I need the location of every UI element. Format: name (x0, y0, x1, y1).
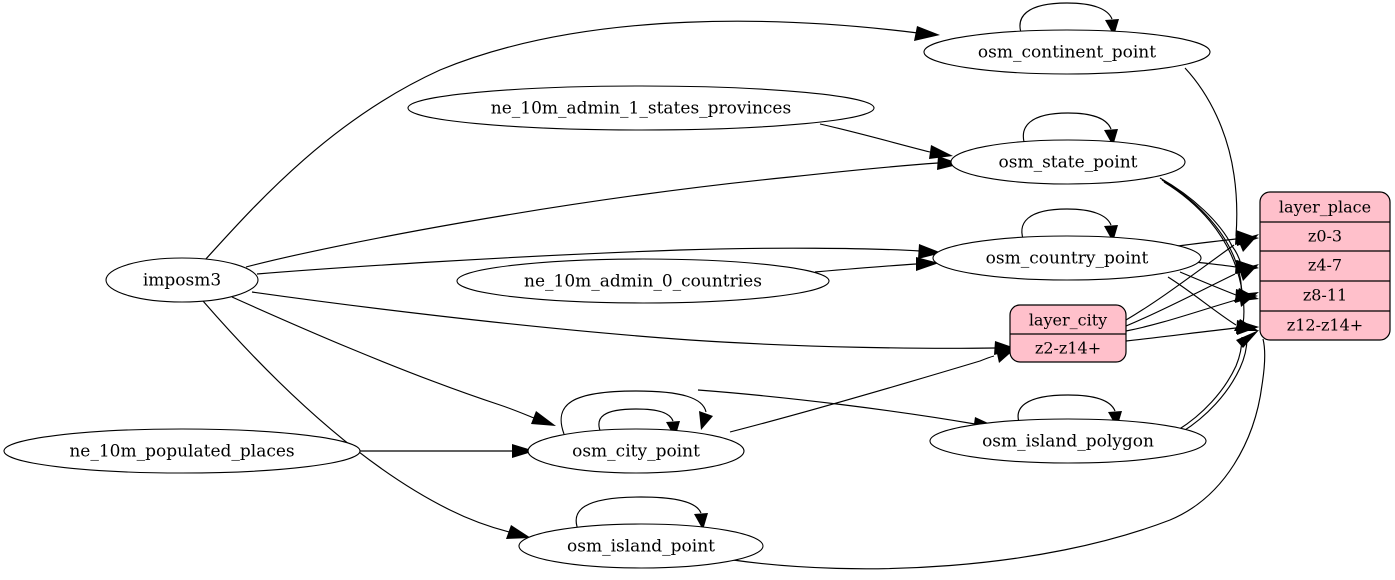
edge-osm_country_point-self (1021, 208, 1118, 245)
edge-layer_city-layer_place-z12-z14+ (1125, 321, 1259, 342)
record-node-layer-city[interactable]: layer_city z2-z14+ (1009, 304, 1127, 363)
edge-layer (202, 2, 1266, 570)
node-ne-10m-admin-1-states-provinces[interactable]: ne_10m_admin_1_states_provinces (407, 85, 875, 131)
node-ne-states-label: ne_10m_admin_1_states_provinces (491, 99, 791, 119)
record-layer-place-row-z0-3[interactable]: z0-3 (1308, 227, 1342, 246)
record-layer-place-row-z4-7[interactable]: z4-7 (1308, 256, 1342, 275)
edge-imposm3-osm_continent_point (204, 20, 940, 261)
node-osm-continent-point-label: osm_continent_point (978, 43, 1156, 63)
node-osm-continent-point[interactable]: osm_continent_point (923, 29, 1211, 75)
record-node-layer-place[interactable]: layer_place z0-3 z4-7 z8-11 z12-z14+ (1259, 191, 1391, 341)
node-ne-10m-populated-places[interactable]: ne_10m_populated_places (3, 428, 361, 474)
record-node-layer: layer_place z0-3 z4-7 z8-11 z12-z14+ lay… (1009, 191, 1391, 363)
node-ne-10m-admin-0-countries[interactable]: ne_10m_admin_0_countries (456, 258, 830, 304)
node-ne-countries-label: ne_10m_admin_0_countries (524, 272, 762, 292)
node-osm-island-polygon[interactable]: osm_island_polygon (929, 418, 1207, 464)
edge-osm_city_point-layer_city-z2-z14+ (729, 348, 1016, 433)
edge-ne_populated-osm_city_point (360, 444, 535, 458)
edge-imposm3-osm_island_polygon (697, 389, 999, 431)
edge-osm_island_polygon-self (1017, 394, 1122, 428)
record-layer-city-row-z2-z14plus[interactable]: z2-z14+ (1035, 339, 1101, 358)
node-layer: imposm3 ne_10m_admin_1_states_provinces … (3, 29, 1211, 569)
edge-ne_countries-osm_country_point (814, 257, 939, 273)
edge-osm_island_polygon-layer_place-z12-z14+-b (1181, 337, 1248, 433)
edge-imposm3-osm_island_point (202, 300, 531, 539)
edge-osm_island_point-self (575, 496, 708, 533)
edge-osm_city_point-self-inner (598, 408, 680, 438)
edge-osm_continent_point-layer_place-z0-3 (1184, 67, 1258, 245)
edge-layer_city-layer_place-z8-11 (1125, 292, 1259, 332)
node-ne-populated-label: ne_10m_populated_places (69, 442, 294, 462)
edge-osm_island_point-layer_place-z12-z14+ (732, 338, 1266, 570)
record-layer-place-row-z12-z14plus[interactable]: z12-z14+ (1287, 316, 1363, 335)
node-osm-state-point[interactable]: osm_state_point (950, 139, 1186, 185)
record-layer-place-title: layer_place (1279, 198, 1371, 217)
edge-ne_states-osm_state_point (819, 123, 953, 159)
edge-imposm3-osm_city_point (231, 296, 556, 426)
node-osm-city-point[interactable]: osm_city_point (527, 428, 745, 474)
edge-osm_city_point-self-outer (560, 390, 713, 435)
record-layer-city-title: layer_city (1029, 311, 1107, 330)
edge-osm_continent_point-self (1019, 2, 1119, 39)
node-osm-island-point-label: osm_island_point (567, 537, 715, 557)
node-imposm3-label: imposm3 (143, 271, 221, 291)
node-osm-city-point-label: osm_city_point (572, 442, 700, 462)
edge-imposm3-osm_country_point (256, 244, 942, 275)
node-osm-island-polygon-label: osm_island_polygon (982, 432, 1154, 452)
node-osm-state-point-label: osm_state_point (999, 153, 1138, 173)
node-imposm3[interactable]: imposm3 (105, 257, 259, 303)
edge-imposm3-osm_state_point (245, 156, 961, 268)
edge-osm_state_point-self (1022, 112, 1118, 149)
node-osm-island-point[interactable]: osm_island_point (518, 523, 764, 569)
node-osm-country-point[interactable]: osm_country_point (932, 235, 1202, 281)
node-osm-country-point-label: osm_country_point (986, 249, 1149, 269)
edge-layer_city-layer_place-z4-7 (1125, 264, 1259, 327)
record-layer-place-row-z8-11[interactable]: z8-11 (1303, 286, 1347, 305)
edge-layer_city-layer_place-z0-3 (1125, 234, 1259, 321)
